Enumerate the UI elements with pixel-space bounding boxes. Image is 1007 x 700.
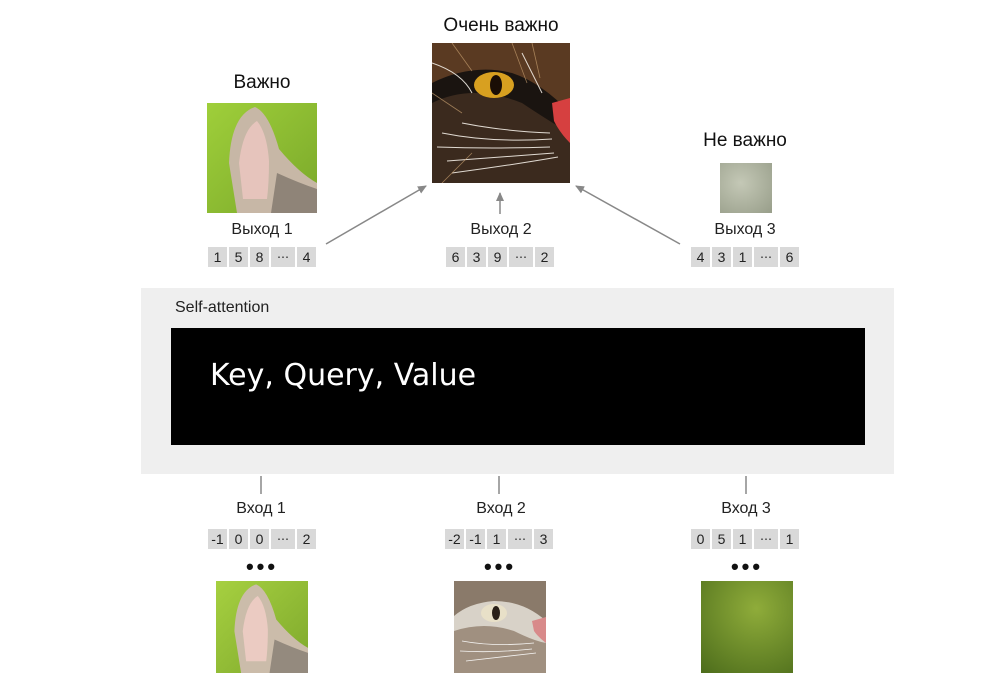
vector-cell: 1 (487, 529, 506, 549)
vector-cell: ⋯ (509, 247, 533, 267)
output-vector-3: 4 3 1 ⋯ 6 (691, 247, 799, 267)
importance-label-2: Очень важно (443, 15, 559, 36)
vector-cell: 5 (229, 247, 248, 267)
vector-cell: -2 (445, 529, 464, 549)
self-attention-panel: Self-attention Key, Query, Value (141, 288, 894, 474)
vector-cell: 8 (250, 247, 269, 267)
ellipsis-dots-2: ••• (483, 554, 517, 579)
input-label-2: Вход 2 (476, 500, 526, 517)
vector-cell: -1 (208, 529, 227, 549)
vector-cell: 0 (250, 529, 269, 549)
vector-cell: 1 (733, 247, 752, 267)
vector-cell: 9 (488, 247, 507, 267)
vector-cell: 4 (691, 247, 710, 267)
vector-cell: 4 (297, 247, 316, 267)
vector-cell: 2 (535, 247, 554, 267)
output-label-3: Выход 3 (714, 221, 776, 238)
output-label-1: Выход 1 (231, 221, 293, 238)
vector-cell: ⋯ (754, 529, 778, 549)
output-vector-1: 1 5 8 ⋯ 4 (208, 247, 316, 267)
vector-cell: 1 (733, 529, 752, 549)
output-3-image (720, 163, 772, 213)
vector-cell: ⋯ (754, 247, 778, 267)
arrow-output-3 (575, 185, 681, 245)
ellipsis-dots-3: ••• (730, 554, 764, 579)
vector-cell: 3 (534, 529, 553, 549)
input-vector-2: -2 -1 1 ⋯ 3 (445, 529, 553, 549)
vector-cell: 3 (467, 247, 486, 267)
vector-cell: ⋯ (508, 529, 532, 549)
vector-cell: 2 (297, 529, 316, 549)
output-vector-2: 6 3 9 ⋯ 2 (446, 247, 554, 267)
importance-label-3: Не важно (703, 130, 787, 151)
vector-cell: 3 (712, 247, 731, 267)
input-vector-1: -1 0 0 ⋯ 2 (208, 529, 316, 549)
input-vector-3: 0 5 1 ⋯ 1 (691, 529, 799, 549)
vector-cell: 6 (780, 247, 799, 267)
input-label-3: Вход 3 (721, 500, 771, 517)
kqv-box: Key, Query, Value (171, 328, 865, 445)
kqv-formula: Key, Query, Value (210, 358, 477, 393)
arrow-output-1 (325, 185, 427, 245)
vector-cell: 0 (229, 529, 248, 549)
vector-cell: ⋯ (271, 247, 295, 267)
vector-cell: 1 (208, 247, 227, 267)
vector-cell: ⋯ (271, 529, 295, 549)
importance-label-1: Важно (233, 72, 291, 93)
input-3-image (701, 581, 793, 673)
output-label-2: Выход 2 (470, 221, 532, 238)
vector-cell: 1 (780, 529, 799, 549)
vector-cell: 0 (691, 529, 710, 549)
self-attention-title: Self-attention (175, 299, 270, 316)
output-2-image (432, 43, 570, 183)
input-2-image (454, 581, 546, 673)
vector-cell: 6 (446, 247, 465, 267)
input-1-image (216, 581, 308, 673)
ellipsis-dots-1: ••• (245, 554, 279, 579)
vector-cell: 5 (712, 529, 731, 549)
input-label-1: Вход 1 (236, 500, 286, 517)
output-1-image (207, 103, 317, 213)
vector-cell: -1 (466, 529, 485, 549)
